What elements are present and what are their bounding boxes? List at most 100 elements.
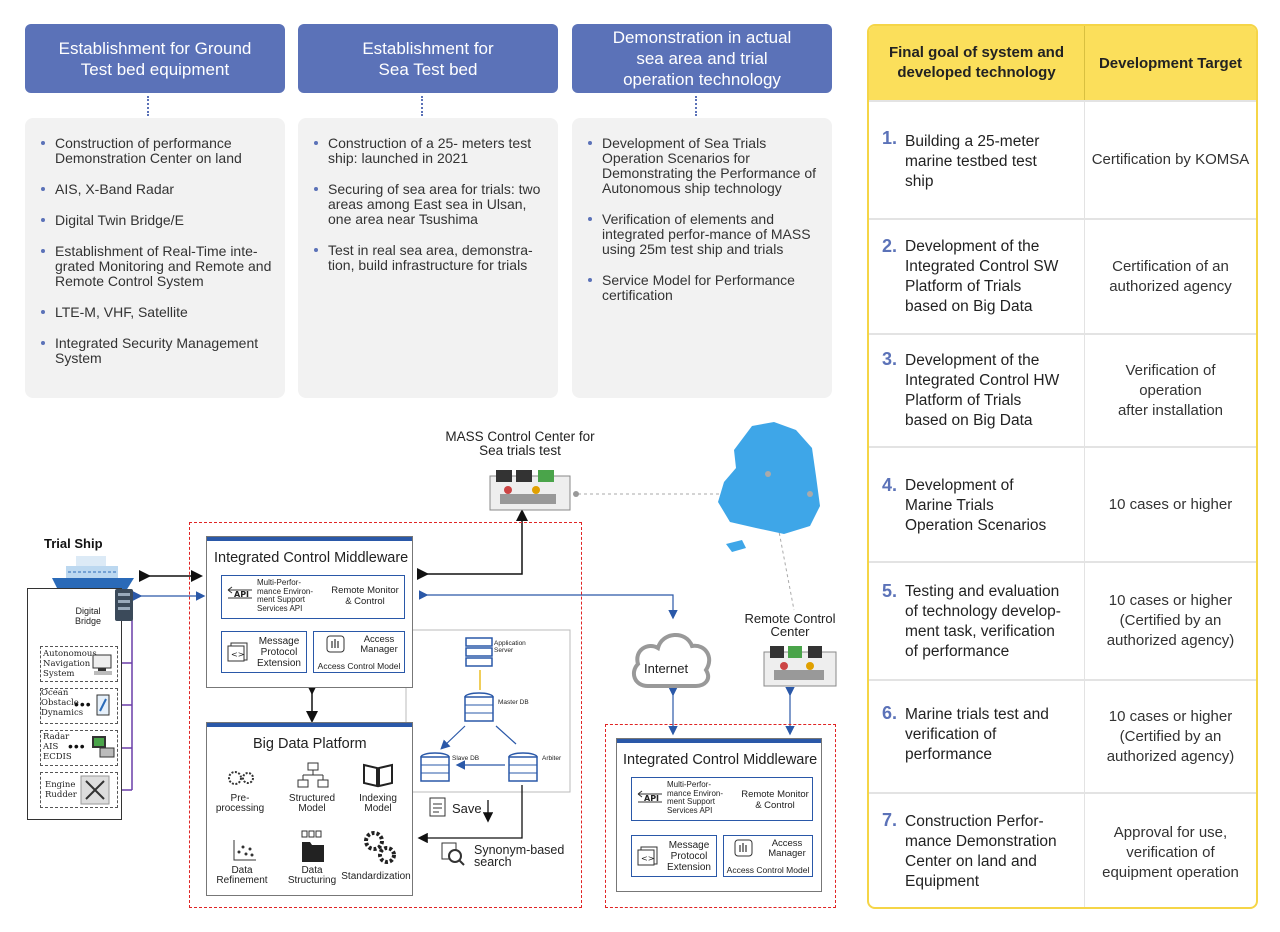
- api-label: Multi-Perfor- mance Environ- ment Suppor…: [667, 780, 724, 815]
- list-item: Integrated Security Management System: [41, 336, 275, 366]
- remote-system-region: [605, 724, 836, 908]
- card-sea: Construction of a 25- meters test ship: …: [298, 118, 558, 398]
- book-icon: [363, 763, 393, 788]
- row-number: 5.: [882, 581, 898, 601]
- hand-stop-icon: [326, 635, 345, 653]
- table-row: 2.Development of the Integrated Control …: [869, 218, 1256, 333]
- goal-text: Development of the Integrated Control SW…: [905, 238, 1059, 315]
- row-number: 3.: [882, 349, 898, 369]
- list-item: Verification of elements and integrated …: [588, 212, 822, 257]
- control-room-icon: [489, 470, 571, 511]
- document-code-icon: <>: [227, 642, 248, 662]
- target-text: 10 cases or higher (Certified by an auth…: [1106, 707, 1235, 765]
- computer-icon: [92, 654, 112, 675]
- column-header-sea: Establishment for Sea Test bed: [298, 24, 558, 93]
- korea-map-icon: [718, 422, 820, 552]
- scatter-icon: [233, 840, 256, 861]
- goal-text: Construction Perfor- mance Demonstration…: [905, 813, 1057, 890]
- middleware-title: Integrated Control Middleware: [214, 550, 409, 566]
- system-label: Engine Rudder: [45, 780, 77, 800]
- header-goal: Final goal of system and developed techn…: [869, 26, 1085, 100]
- table-row: 4.Development of Marine Trials Operation…: [869, 446, 1256, 561]
- row-number: 6.: [882, 703, 898, 723]
- search-icon: [441, 842, 465, 866]
- ellipsis-icon: •••: [68, 738, 86, 754]
- slave-db-label: Slave DB: [452, 755, 480, 762]
- server-icon: [115, 589, 133, 621]
- target-text: Approval for use, verification of equipm…: [1102, 823, 1239, 881]
- target-text: 10 cases or higher (Certified by an auth…: [1106, 592, 1235, 649]
- list-item: Development of Sea Trials Operation Scen…: [588, 136, 822, 196]
- internet-label: Internet: [644, 661, 689, 676]
- cogs-icon: [364, 831, 396, 864]
- svg-text:API: API: [234, 590, 249, 599]
- remote-center-label: Remote Control Center: [744, 611, 836, 639]
- system-box: [40, 646, 118, 682]
- svg-text:<>: <>: [231, 650, 244, 659]
- arbiter-icon: [508, 752, 538, 782]
- structured-model-label: Structured Model: [288, 793, 336, 814]
- list-item: AIS, X-Band Radar: [41, 182, 275, 197]
- slave-db-icon: [420, 752, 450, 782]
- document-code-icon: <>: [637, 846, 658, 866]
- goal-text: Marine trials test and verification of p…: [905, 706, 1049, 763]
- message-protocol-label: Message Protocol Extension: [667, 840, 711, 873]
- bigdata-title: Big Data Platform: [253, 736, 367, 752]
- column-header-demo: Demonstration in actual sea area and tri…: [572, 24, 832, 93]
- goal-text: Testing and evaluation of technology dev…: [905, 583, 1061, 660]
- card-ground: Construction of performance Demonstratio…: [25, 118, 285, 398]
- header-target: Development Target: [1098, 54, 1243, 72]
- card-demo: Development of Sea Trials Operation Scen…: [572, 118, 832, 398]
- bigdata-panel: Big Data Platform: [206, 722, 413, 896]
- data-structuring-label: Data Structuring: [287, 865, 337, 886]
- system-box: [40, 730, 118, 766]
- goal-text: Development of Marine Trials Operation S…: [905, 477, 1047, 534]
- message-protocol-label: Message Protocol Extension: [257, 636, 301, 669]
- document-icon: [429, 797, 446, 817]
- list-item: Service Model for Performance certificat…: [588, 273, 822, 303]
- master-db-icon: [464, 692, 494, 722]
- system-label: Radar AIS ECDIS: [43, 732, 72, 762]
- access-model-label: Access Control Model: [317, 661, 401, 671]
- ellipsis-icon: •••: [74, 696, 92, 712]
- list-item: Test in real sea area, demonstra-tion, b…: [314, 243, 548, 273]
- system-label: Ocean Obstacle Dynamics: [41, 688, 84, 718]
- remote-monitor-label: Remote Monitor & Control: [741, 789, 809, 811]
- table-row: 6. Marine trials test and verification of…: [869, 679, 1256, 792]
- arbiter-label: Arbiter: [542, 755, 562, 762]
- connector-dots: [421, 96, 423, 116]
- table-row: 7. Construction Perfor- mance Demonstrati…: [869, 792, 1256, 907]
- goal-text: Development of the Integrated Control HW…: [905, 352, 1060, 429]
- goals-table: Final goal of system and developed techn…: [867, 24, 1258, 909]
- middleware2-title: Integrated Control Middleware: [623, 752, 818, 768]
- target-text: Certification of an authorized agency: [1109, 257, 1232, 295]
- master-db-label: Master DB: [498, 699, 529, 706]
- radar-icon: [92, 736, 115, 758]
- svg-text:API: API: [644, 794, 659, 803]
- synonym-search-label: Synonym-based search: [474, 843, 565, 869]
- target-text: 10 cases or higher: [1108, 495, 1233, 513]
- app-server-label: Application Server: [494, 640, 526, 654]
- goal-text: Building a 25-meter marine testbed test …: [905, 133, 1040, 190]
- remote-monitor-label: Remote Monitor & Control: [331, 585, 399, 607]
- svg-text:<>: <>: [641, 854, 654, 863]
- table-row: 3. Development of the Integrated Control …: [869, 333, 1256, 446]
- target-text: Certification by KOMSA: [1091, 151, 1250, 168]
- list-item: LTE-M, VHF, Satellite: [41, 305, 275, 320]
- row-number: 7.: [882, 810, 898, 830]
- app-server-icon: [465, 637, 493, 667]
- standardization-label: Standardization: [341, 871, 411, 882]
- list-item: Securing of sea area for trials: two are…: [314, 182, 548, 227]
- engine-icon: [80, 775, 110, 805]
- access-model-label: Access Control Model: [726, 865, 810, 875]
- row-number: 1.: [882, 128, 898, 148]
- folder-icon: [301, 830, 324, 862]
- api-icon: API: [637, 790, 662, 803]
- connector-dots: [147, 96, 149, 116]
- cloud-icon: [631, 633, 712, 688]
- digital-bridge-label: Digital Bridge: [74, 606, 101, 626]
- gears-icon: [228, 771, 254, 785]
- mass-center-label: MASS Control Center for Sea trials test: [445, 429, 595, 458]
- table-row: 1. Building a 25-meter marine testbed tes…: [869, 100, 1256, 218]
- target-text: Verification of operation after installa…: [1117, 361, 1224, 419]
